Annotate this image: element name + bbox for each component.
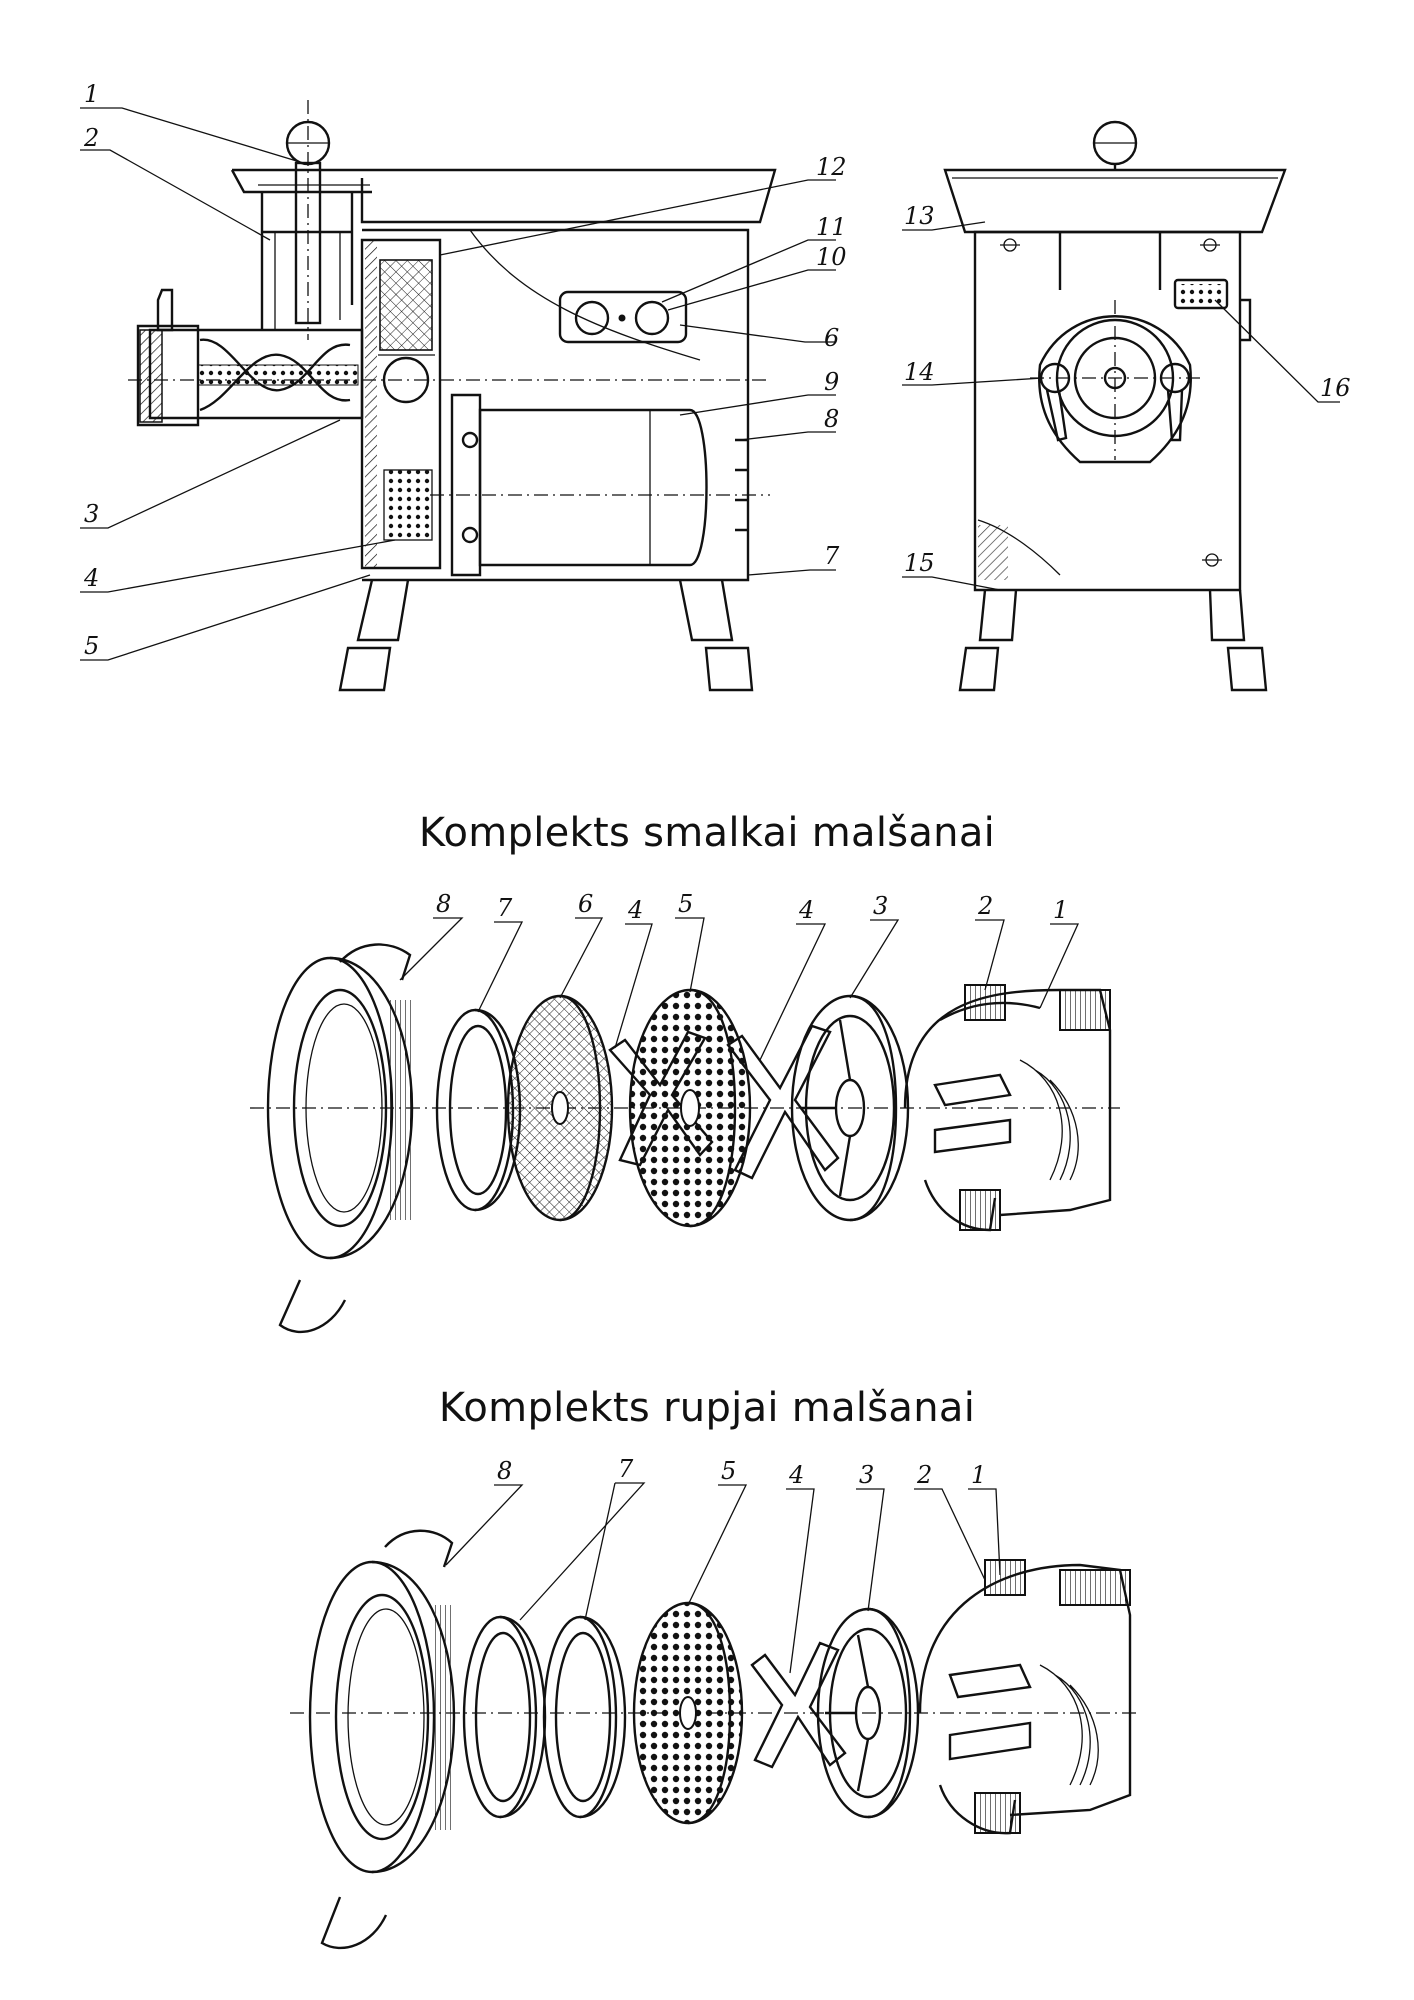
coarse-set-caption: Komplekts rupjai malšanai: [438, 1385, 976, 1431]
side-label-7: 7: [824, 542, 840, 570]
front-label-16: 16: [1320, 374, 1351, 402]
coarse-part-5-perforated-plate: [632, 1601, 744, 1825]
coarse-part-4-knife: [750, 1641, 847, 1769]
side-label-5: 5: [84, 632, 99, 660]
coarse-label-8: 8: [497, 1457, 512, 1485]
coarse-part-8-ring-nut: [308, 1529, 456, 1950]
fine-set-caption: Komplekts smalkai malšanai: [418, 810, 996, 856]
coarse-part-7-spacer-ring-a: [462, 1615, 547, 1819]
coarse-label-2: 2: [916, 1461, 932, 1489]
fine-part-1-2-housing: [903, 984, 1112, 1232]
fine-label-4b: 4: [798, 896, 814, 924]
front-view: 13 14 15 16: [902, 120, 1351, 692]
coarse-grinding-set-drawing: 8 7 5 4 3 2 1: [0, 1455, 1414, 1985]
side-label-8: 8: [824, 405, 839, 433]
coarse-part-7-spacer-ring-b: [542, 1615, 627, 1819]
fine-label-4a: 4: [627, 896, 643, 924]
fine-part-6-fine-plate: [506, 994, 614, 1222]
fine-label-3: 3: [873, 892, 888, 920]
side-label-10: 10: [816, 243, 847, 271]
fine-label-1: 1: [1053, 896, 1068, 924]
coarse-label-5: 5: [721, 1457, 736, 1485]
coarse-label-7: 7: [618, 1455, 634, 1483]
front-label-13: 13: [904, 202, 935, 230]
fine-part-3-cross-grid: [790, 994, 910, 1222]
fine-part-5-perforated-plate: [628, 988, 752, 1228]
coarse-label-4: 4: [788, 1461, 804, 1489]
side-label-9: 9: [824, 368, 839, 396]
fine-part-4-knife-b: [726, 1024, 840, 1180]
machine-assembly-drawing: 1 2 3 4 5 6 7 8 9 10 11 12: [0, 0, 1414, 720]
fine-label-6: 6: [578, 890, 593, 918]
side-label-4: 4: [83, 564, 99, 592]
front-label-15: 15: [904, 549, 935, 577]
fine-label-5: 5: [678, 890, 693, 918]
fine-label-7: 7: [497, 894, 513, 922]
fine-label-8: 8: [436, 890, 451, 918]
side-label-6: 6: [824, 324, 839, 352]
fine-grinding-set-drawing: 8 7 6 4 5 4 3 2 1: [0, 880, 1414, 1360]
side-label-11: 11: [816, 213, 847, 241]
side-label-1: 1: [84, 80, 99, 108]
side-label-2: 2: [83, 124, 99, 152]
fine-label-2: 2: [977, 892, 993, 920]
side-label-12: 12: [816, 153, 847, 181]
side-label-3: 3: [84, 500, 99, 528]
front-label-14: 14: [904, 358, 935, 386]
coarse-label-3: 3: [859, 1461, 874, 1489]
side-view: 1 2 3 4 5 6 7 8 9 10 11 12: [80, 80, 847, 692]
coarse-part-1-2-housing: [918, 1559, 1132, 1835]
fine-part-8-ring-nut: [266, 943, 414, 1334]
coarse-label-1: 1: [971, 1461, 986, 1489]
